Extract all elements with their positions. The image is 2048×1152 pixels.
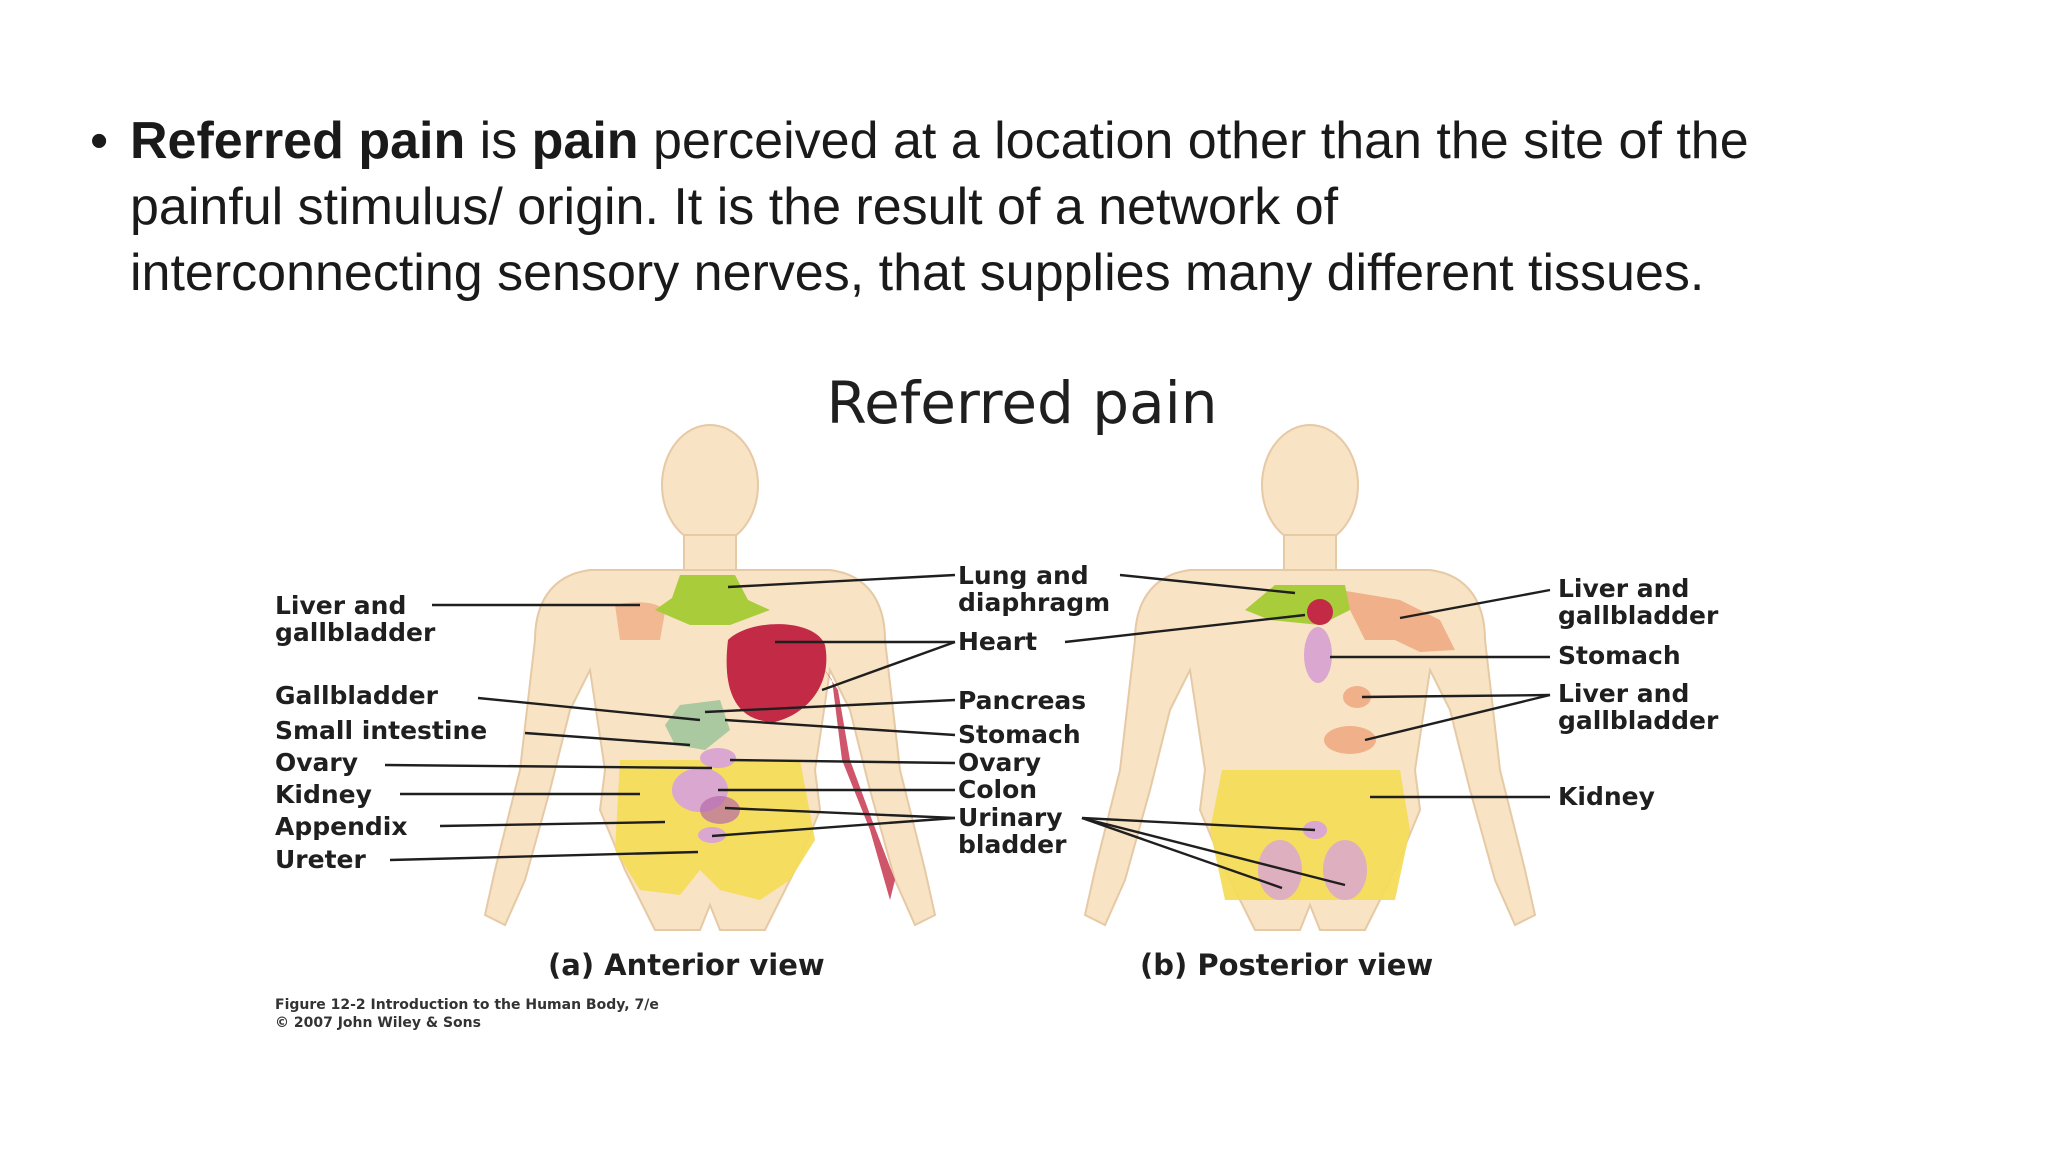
posterior-liver-zone-upper (1343, 686, 1371, 708)
term-pain: pain (531, 112, 639, 170)
posterior-view-label: (b) Posterior view (1140, 948, 1433, 982)
posterior-liver-shoulder-zone (1340, 590, 1455, 652)
anterior-body (484, 424, 936, 931)
term-referred-pain: Referred pain (130, 112, 466, 170)
label-urinary-bladder-1: Urinary (958, 803, 1063, 832)
leader-lines (384, 573, 1551, 890)
label-liver-gallbladder-a1: Liver and (275, 591, 406, 620)
bullet-line-3: interconnecting sensory nerves, that sup… (130, 244, 1705, 302)
label-kidney-posterior: Kidney (1558, 782, 1655, 811)
label-urinary-bladder-2: bladder (958, 830, 1067, 859)
label-lung-diaphragm-1: Lung and (958, 561, 1089, 590)
label-lung-diaphragm-2: diaphragm (958, 588, 1110, 617)
figure-caption-line2: © 2007 John Wiley & Sons (275, 1015, 481, 1031)
posterior-heart-zone (1307, 599, 1333, 625)
label-ureter: Ureter (275, 845, 366, 874)
anterior-kidney-zone (700, 796, 740, 824)
label-colon: Colon (958, 775, 1037, 804)
label-ovary-center: Ovary (958, 748, 1041, 777)
bullet-text: • Referred pain is pain perceived at a l… (90, 108, 1930, 306)
posterior-stomach-zone (1304, 627, 1332, 683)
label-kidney-left: Kidney (275, 780, 372, 809)
label-heart: Heart (958, 627, 1037, 656)
posterior-left-buttock-zone (1258, 840, 1302, 900)
bullet-dot: • (90, 112, 109, 170)
anterior-view-label: (a) Anterior view (548, 948, 825, 982)
anterior-heart-zone (726, 624, 827, 722)
bullet-line-2: painful stimulus/ origin. It is the resu… (130, 178, 1339, 236)
label-appendix: Appendix (275, 812, 407, 841)
figure-caption-line1: Figure 12-2 Introduction to the Human Bo… (275, 997, 659, 1013)
label-liver-gallbladder-a2: gallbladder (275, 618, 436, 647)
posterior-body (1084, 424, 1536, 931)
anterior-arm-heart-zone (818, 660, 895, 900)
figure-title: Referred pain (826, 369, 1217, 437)
posterior-right-buttock-zone (1323, 840, 1367, 900)
label-liver-gallbladder-p3: Liver and (1558, 679, 1689, 708)
label-stomach-posterior: Stomach (1558, 641, 1681, 670)
label-gallbladder: Gallbladder (275, 681, 439, 710)
label-liver-gallbladder-p2: gallbladder (1558, 601, 1719, 630)
posterior-liver-zone-lower (1324, 726, 1376, 754)
label-small-intestine: Small intestine (275, 716, 487, 745)
bullet-line-1: Referred pain is pain perceived at a loc… (130, 112, 1749, 170)
label-liver-gallbladder-p1: Liver and (1558, 574, 1689, 603)
label-ovary-left: Ovary (275, 748, 358, 777)
label-liver-gallbladder-p4: gallbladder (1558, 706, 1719, 735)
label-stomach-center: Stomach (958, 720, 1081, 749)
anterior-liver-zone (615, 602, 665, 640)
anterior-ovary-zone (700, 748, 736, 768)
label-pancreas: Pancreas (958, 686, 1086, 715)
